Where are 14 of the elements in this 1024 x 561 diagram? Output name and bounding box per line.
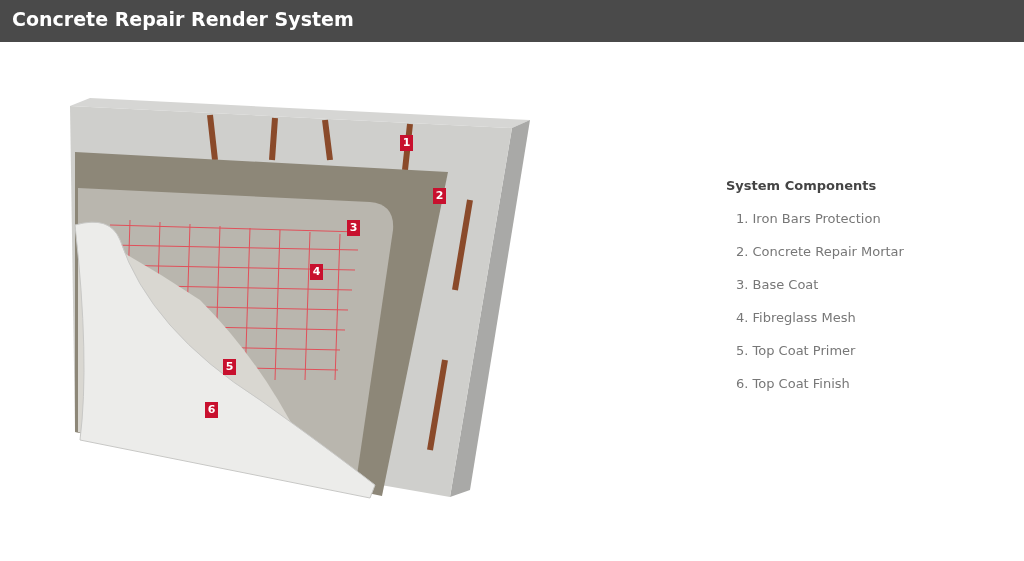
legend-heading: System Components [726, 178, 878, 193]
component-item: 5. Top Coat Primer [736, 343, 857, 358]
callout-number: 1 [400, 135, 413, 151]
callout-number: 5 [223, 359, 236, 375]
component-item: 1. Iron Bars Protection [736, 211, 882, 226]
component-item: 4. Fibreglass Mesh [736, 310, 857, 325]
title: Concrete Repair Render System [12, 8, 354, 30]
callout-number: 4 [310, 264, 323, 280]
component-item: 6. Top Coat Finish [736, 376, 851, 391]
callout-number: 2 [433, 188, 446, 204]
component-item: 3. Base Coat [736, 277, 820, 292]
component-item: 2. Concrete Repair Mortar [736, 244, 904, 259]
callout-number: 6 [205, 402, 218, 418]
callout-number: 3 [347, 220, 360, 236]
